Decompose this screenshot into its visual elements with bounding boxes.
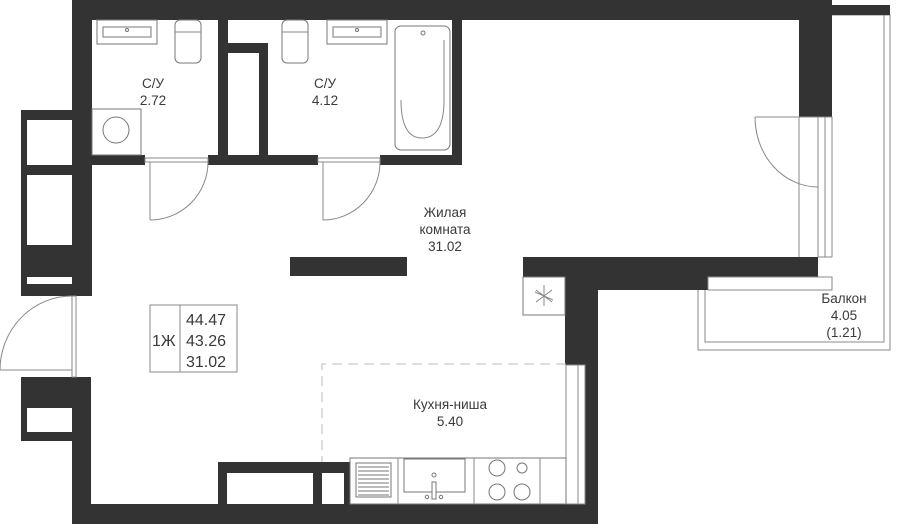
balcony-name: Балкон — [821, 291, 866, 306]
toilet-bathroom1 — [174, 19, 202, 64]
door-balcony[interactable] — [754, 116, 819, 188]
kitchen-name: Кухня-ниша — [413, 397, 487, 412]
bathroom2-area: 4.12 — [312, 93, 338, 108]
washing-machine — [91, 108, 142, 156]
walls — [21, 0, 832, 524]
kitchen-zone-boundary — [321, 363, 566, 462]
living-room-area: 31.02 — [428, 239, 462, 254]
living-room-name-line2: комната — [419, 222, 471, 237]
total-area: 44.47 — [186, 312, 226, 329]
sink-bathroom2 — [326, 19, 388, 45]
living-room-name-line1: Жилая — [424, 205, 467, 220]
windows — [565, 116, 833, 505]
bathroom1-area: 2.72 — [140, 93, 166, 108]
bathtub — [394, 25, 451, 151]
kitchen-area: 5.40 — [437, 414, 463, 429]
apartment-type: 1Ж — [152, 333, 176, 350]
cooktop — [488, 459, 531, 501]
sink-bathroom1 — [96, 19, 158, 45]
door-bathroom2[interactable] — [317, 157, 381, 221]
balcony-outline — [697, 5, 891, 351]
kitchen-sink — [403, 458, 466, 500]
apartment-summary: 1Ж 44.47 43.26 31.02 — [149, 304, 238, 373]
living-area: 31.02 — [186, 354, 226, 371]
balcony-reduced-area: (1.21) — [826, 325, 861, 340]
balcony-area: 4.05 — [831, 308, 857, 323]
ventilation-shaft — [522, 276, 566, 316]
area-without-balcony: 43.26 — [186, 333, 226, 350]
door-entrance[interactable] — [0, 295, 77, 378]
bathroom2-name: С/У — [314, 76, 337, 91]
toilet-bathroom2 — [281, 19, 309, 64]
door-bathroom1[interactable] — [144, 157, 209, 221]
bathroom1-name: С/У — [142, 76, 165, 91]
